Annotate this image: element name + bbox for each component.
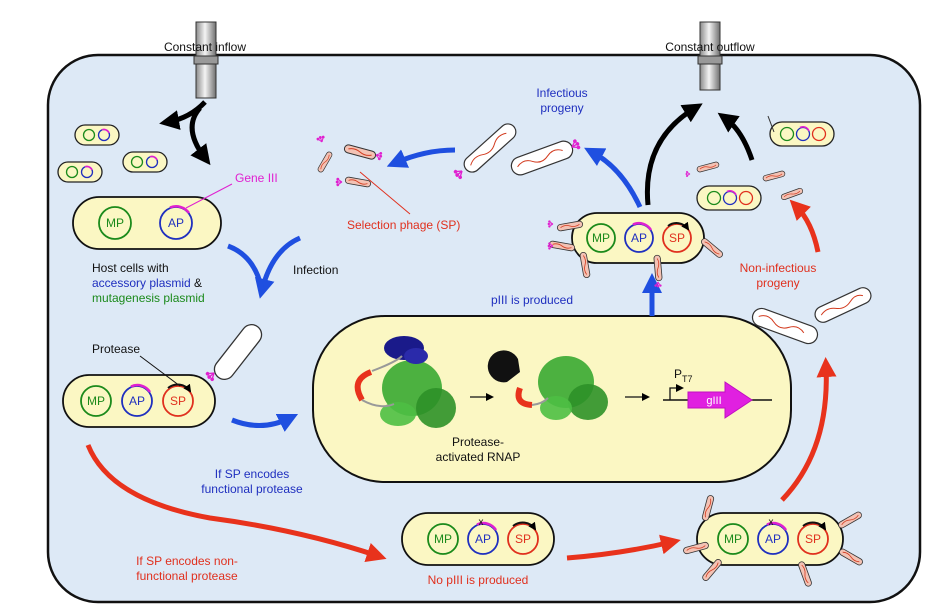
if-functional-label-2: functional protease xyxy=(201,482,303,496)
non-infectious-phage xyxy=(814,287,872,323)
protease-pacman xyxy=(487,350,520,383)
non-infectious-producing-cell: MP AP SP x xyxy=(696,512,844,566)
if-nonfunctional-label-2: functional protease xyxy=(136,569,238,583)
no-piii-label: No pIII is produced xyxy=(428,573,529,587)
non-producing-cell: MP AP SP x xyxy=(401,512,555,566)
expression-cell: gIII PT7 Protease- activated RNAP xyxy=(312,315,792,483)
functional-arrow xyxy=(231,413,299,432)
if-functional-label-1: If SP encodes xyxy=(215,467,290,481)
selection-phage-label: Selection phage (SP) xyxy=(347,218,460,232)
if-nonfunctional-label-1: If SP encodes non- xyxy=(136,554,238,568)
non-infectious-label-1: Non-infectious xyxy=(740,261,817,275)
rnap-active-structure xyxy=(515,356,608,420)
inflow-arrow xyxy=(159,100,207,130)
mp-label: MP xyxy=(434,532,452,546)
mp-label: MP xyxy=(87,394,105,408)
x-mark: x xyxy=(769,517,774,528)
sp-label: SP xyxy=(805,532,821,546)
infectious-phage xyxy=(463,123,517,173)
non-infectious-label-2: progeny xyxy=(756,276,799,290)
host-cells-label-3: mutagenesis plasmid xyxy=(92,291,205,305)
infection-arrow-2 xyxy=(227,243,265,291)
ap-label: AP xyxy=(129,394,145,408)
incoming-host-cell xyxy=(57,161,103,183)
non-infectious-release-arrow xyxy=(780,357,837,502)
mp-label: MP xyxy=(724,532,742,546)
infectious-progeny-label-1: Infectious xyxy=(536,86,587,100)
x-mark: x xyxy=(479,517,484,528)
pt7-label: PT7 xyxy=(674,367,693,384)
piii-produced-label: pIII is produced xyxy=(491,293,573,307)
progeny-arrow xyxy=(584,147,643,209)
protease-label: Protease xyxy=(92,342,140,356)
gene-iii-label: Gene III xyxy=(235,171,278,185)
outflow-cell xyxy=(767,115,835,147)
mp-label: MP xyxy=(106,216,124,230)
non-infectious-arrow xyxy=(789,199,821,253)
sp-label: SP xyxy=(669,231,685,245)
pt7-p: P xyxy=(674,367,682,381)
producing-cell: MP AP SP xyxy=(571,212,705,264)
sp-pointer xyxy=(359,171,411,215)
incoming-host-cell xyxy=(122,151,168,173)
protease-rnap-label-1: Protease- xyxy=(452,435,504,449)
giii-gene xyxy=(687,381,753,419)
host-cells-label-1: Host cells with xyxy=(92,261,169,275)
gene-iii-pointer xyxy=(185,183,233,209)
infected-cell: MP AP SP xyxy=(62,374,216,428)
rnap-inactive-structure xyxy=(354,336,456,428)
pt7-sub: T7 xyxy=(682,374,693,384)
promoter-arrow xyxy=(669,384,684,400)
sp-label: SP xyxy=(515,532,531,546)
sp-arrow xyxy=(386,147,456,168)
non-producing-arrow xyxy=(566,534,681,561)
mp-label: MP xyxy=(592,231,610,245)
ap-label: AP xyxy=(631,231,647,245)
host-cells-label-2: accessory plasmid & xyxy=(92,276,202,290)
docking-phage xyxy=(213,324,263,380)
infection-label: Infection xyxy=(293,263,338,277)
outflow-cell xyxy=(696,185,762,211)
protease-rnap-label-2: activated RNAP xyxy=(436,450,521,464)
sp-label: SP xyxy=(170,394,186,408)
outflow-arrow-2 xyxy=(717,112,755,161)
infection-arrow xyxy=(254,235,302,299)
non-infectious-phage xyxy=(751,307,819,345)
ap-label: AP xyxy=(765,532,781,546)
inflow-arrow-2 xyxy=(189,106,211,166)
ap-label: AP xyxy=(168,216,184,230)
ap-label: AP xyxy=(475,532,491,546)
host-cell: MP AP xyxy=(72,196,222,250)
infectious-progeny-label-2: progeny xyxy=(540,101,583,115)
outflow-arrow xyxy=(644,103,703,206)
protease-pointer xyxy=(139,355,181,387)
giii-label: gIII xyxy=(706,395,721,407)
accessory-plasmid-text: accessory plasmid xyxy=(92,276,191,290)
outflow-pipe xyxy=(697,21,723,91)
constant-inflow-label: Constant inflow xyxy=(164,40,246,54)
non-functional-arrow xyxy=(85,444,387,563)
incoming-host-cell xyxy=(74,124,120,146)
constant-outflow-label: Constant outflow xyxy=(665,40,755,54)
ampersand-text: & xyxy=(191,276,202,290)
inflow-pipe xyxy=(193,21,219,99)
